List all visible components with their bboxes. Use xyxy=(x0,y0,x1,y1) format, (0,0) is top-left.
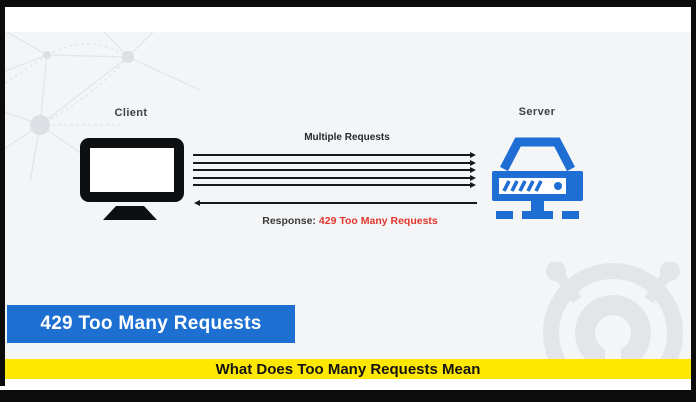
server-icon xyxy=(492,137,583,219)
client-label: Client xyxy=(114,107,148,119)
monitor-icon xyxy=(80,138,184,220)
arrowhead-right-icon xyxy=(470,152,476,158)
diagram-panel: Client Server Multiple Requests xyxy=(5,32,691,359)
request-arrow-line xyxy=(193,152,476,158)
status-banner: 429 Too Many Requests xyxy=(7,305,295,343)
status-banner-text: 429 Too Many Requests xyxy=(40,313,262,334)
arrowhead-right-icon xyxy=(470,167,476,173)
request-arrow-line xyxy=(193,159,476,166)
response-text: Response:429 Too Many Requests xyxy=(220,215,480,227)
request-arrow-line xyxy=(193,182,476,188)
caption-bar: What Does Too Many Requests Mean xyxy=(5,359,691,379)
arrowhead-right-icon xyxy=(470,182,476,188)
frame-border-left xyxy=(0,0,5,386)
top-white-strip xyxy=(5,7,691,32)
response-prefix: Response: xyxy=(262,215,316,227)
arrowhead-left-icon xyxy=(194,200,200,206)
request-arrow-line xyxy=(193,167,476,173)
response-status: 429 Too Many Requests xyxy=(318,215,438,227)
requests-label: Multiple Requests xyxy=(304,132,390,143)
frame-border-right xyxy=(691,0,696,402)
frame-border-bottom xyxy=(0,390,696,402)
bug-logo-watermark xyxy=(543,262,683,359)
request-lines xyxy=(193,152,476,188)
request-arrow-line xyxy=(193,174,476,181)
caption-title: What Does Too Many Requests Mean xyxy=(215,360,481,378)
frame-border-top xyxy=(0,0,696,7)
response-arrow-line xyxy=(194,200,477,206)
arrowhead-right-icon xyxy=(470,174,476,181)
bottom-white-strip xyxy=(5,379,691,390)
server-label: Server xyxy=(518,106,556,118)
arrowhead-right-icon xyxy=(470,159,476,166)
